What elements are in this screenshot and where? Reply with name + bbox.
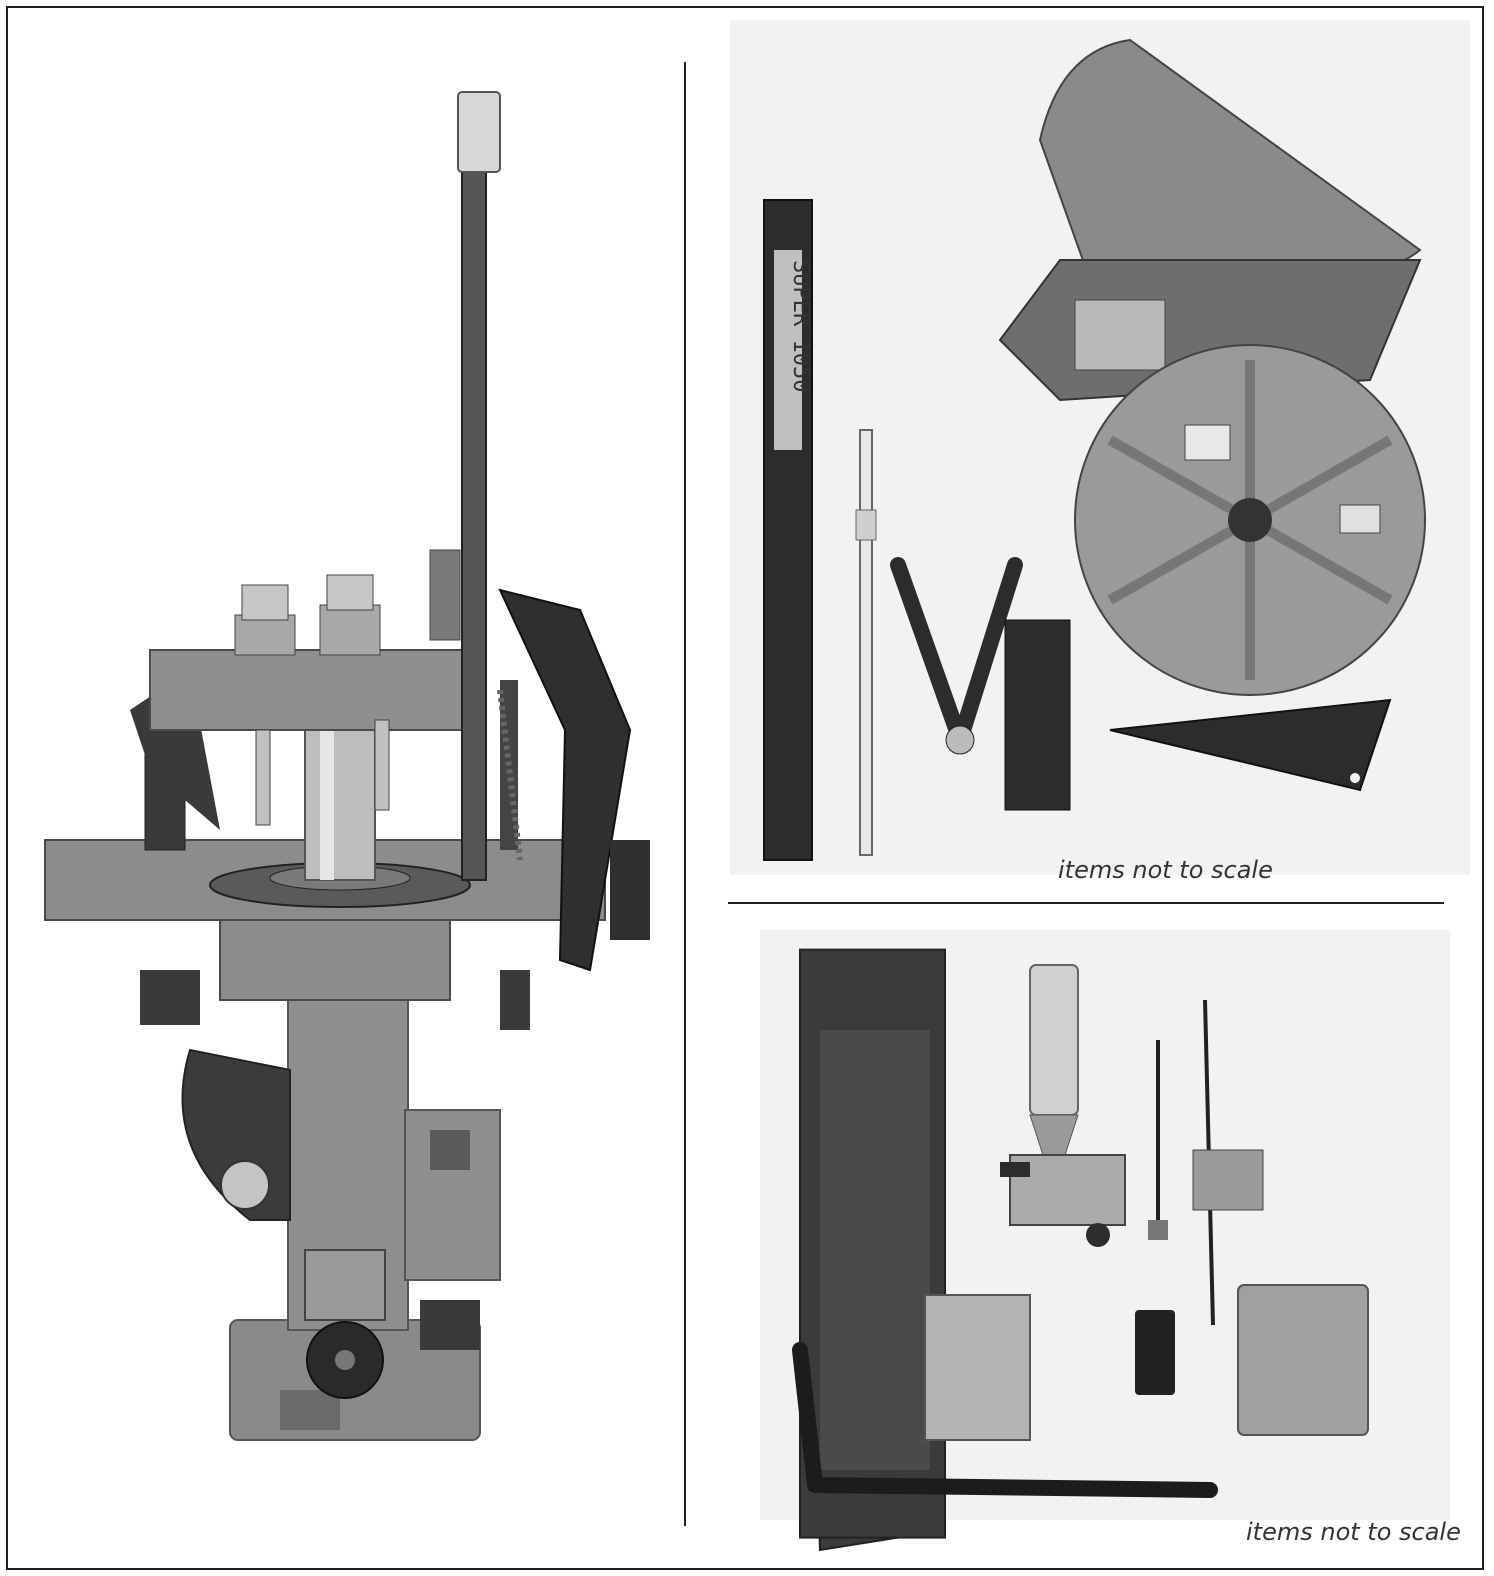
tool-head-label: SUPER 1050 xyxy=(788,260,813,392)
gray-box xyxy=(1237,1284,1369,1436)
mount-bracket xyxy=(1004,619,1071,811)
l-handle xyxy=(792,1342,1218,1498)
v-rod-left xyxy=(890,557,968,748)
center-post xyxy=(304,709,376,881)
tool-head xyxy=(149,649,471,731)
reloading-press-photo xyxy=(44,91,650,1441)
handle-rod xyxy=(461,159,487,881)
linkage-arm xyxy=(498,588,632,972)
bottom-caption: items not to scale xyxy=(1246,1518,1461,1546)
top-caption: items not to scale xyxy=(1058,856,1273,884)
case-feeder-bowl xyxy=(1038,38,1422,287)
v-rod-right xyxy=(952,557,1023,748)
powder-hopper xyxy=(1029,964,1079,1116)
clear-tube xyxy=(859,429,873,856)
small-bin xyxy=(924,1294,1031,1441)
triangle-plate xyxy=(1109,698,1392,792)
horizontal-divider xyxy=(728,902,1444,904)
bottom-accessories-drawing xyxy=(792,948,1369,1552)
handle-knob xyxy=(457,91,501,173)
small-black-part xyxy=(1135,1310,1175,1395)
top-components-drawing: SUPER 1050 xyxy=(763,38,1426,861)
vertical-divider xyxy=(684,62,686,1526)
